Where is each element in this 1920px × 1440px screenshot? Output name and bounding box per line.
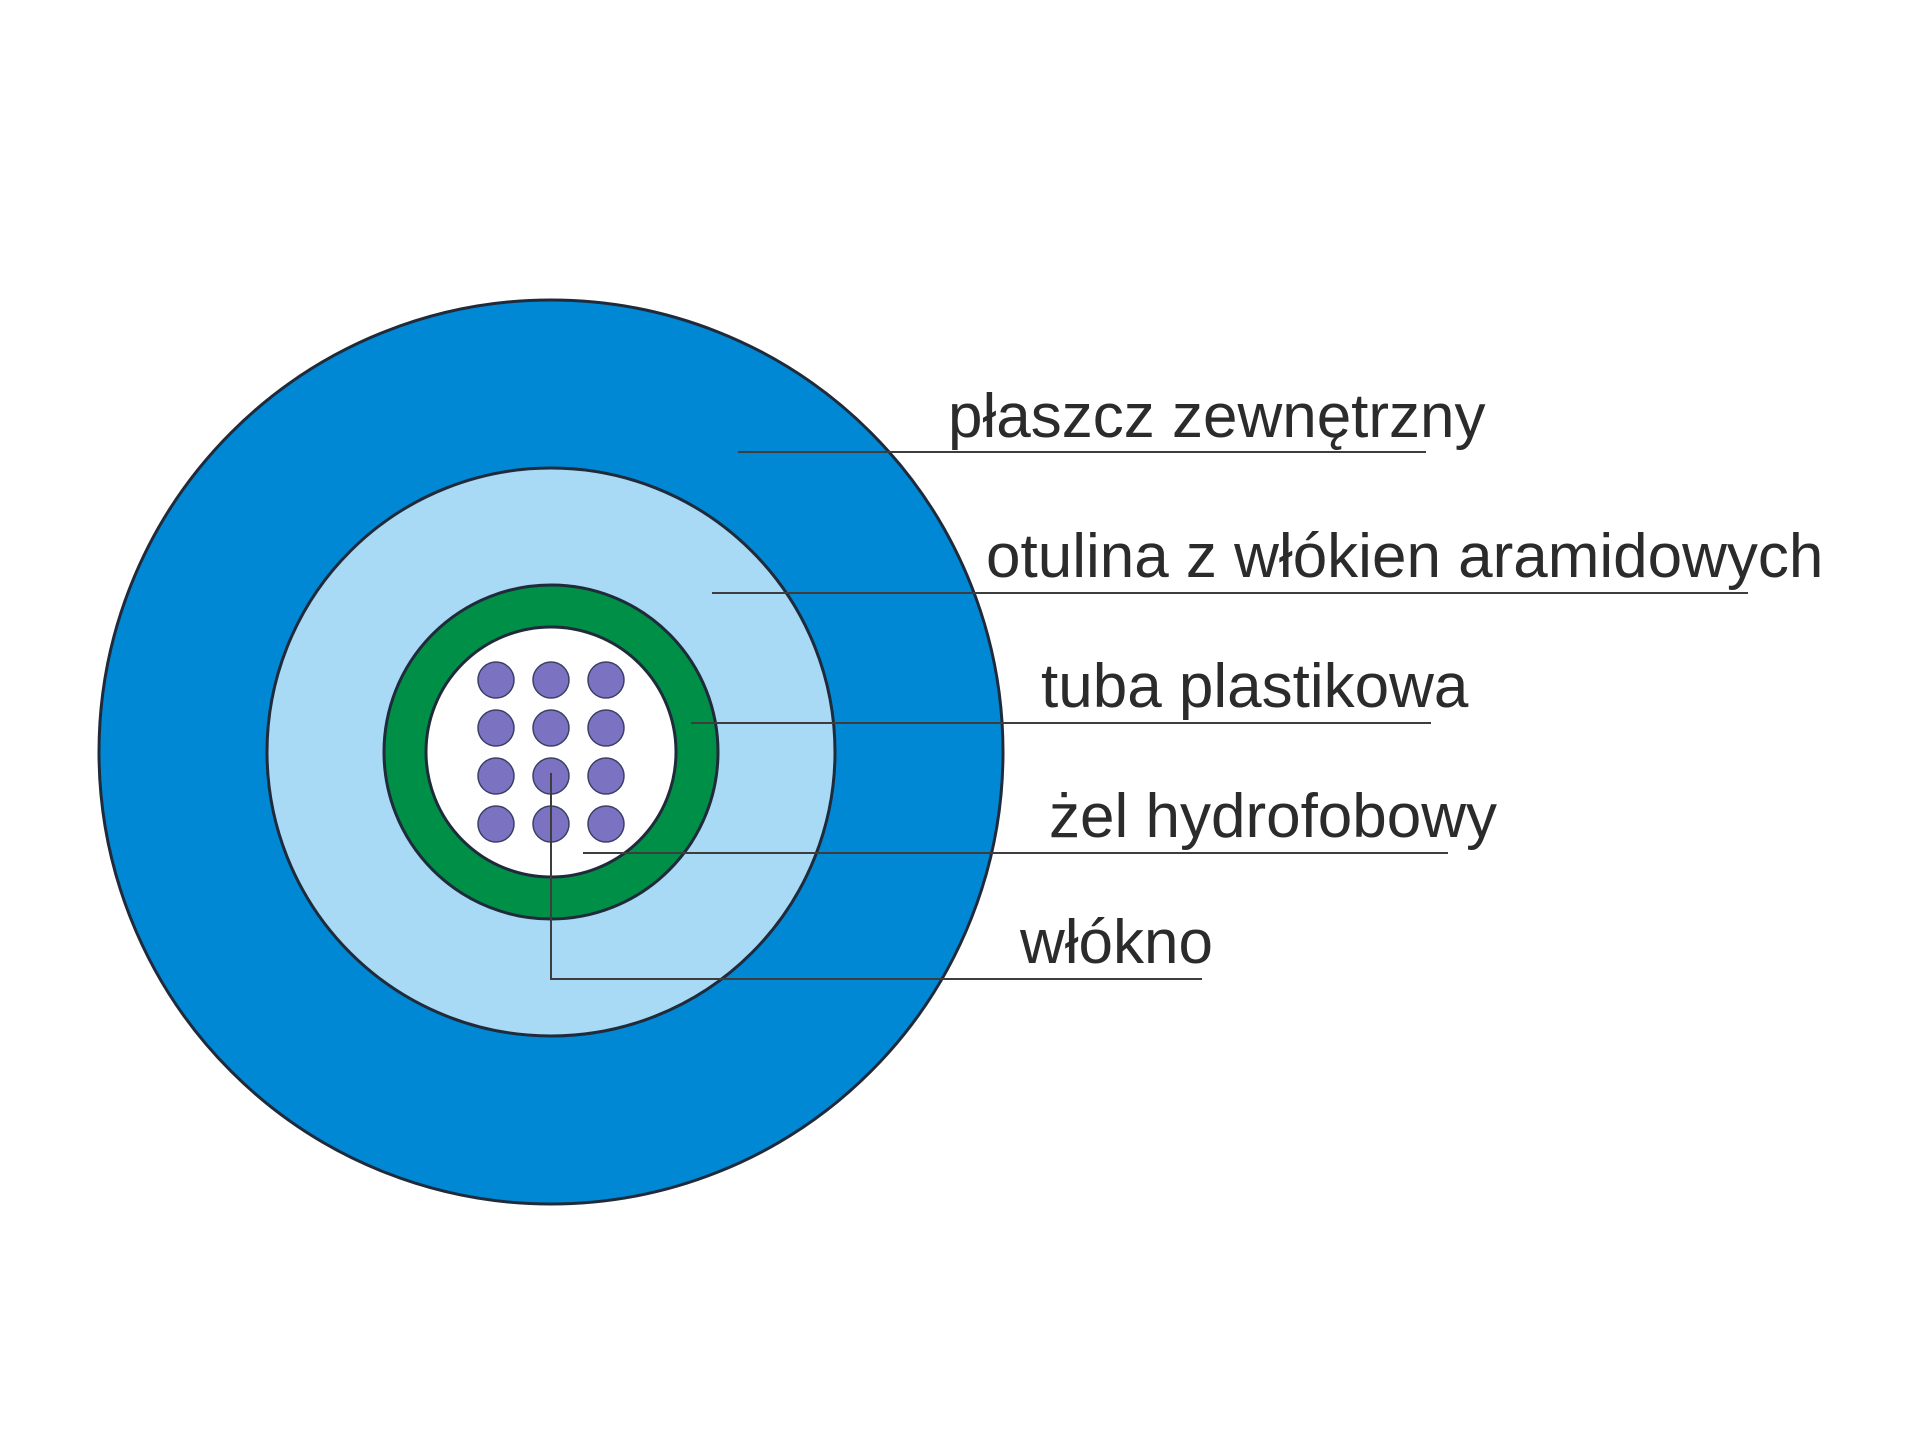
fiber-dot	[477, 661, 515, 699]
label-plastic-tube: tuba plastikowa	[1041, 652, 1469, 721]
fiber-dot	[587, 757, 625, 795]
fiber-dot	[532, 661, 570, 699]
label-outer-jacket: płaszcz zewnętrzny	[948, 382, 1486, 451]
fiber-dot	[532, 709, 570, 747]
fiber-dot	[587, 709, 625, 747]
fiber-dot	[587, 805, 625, 843]
fiber-dot	[587, 661, 625, 699]
leader-line-fiber	[550, 773, 1202, 980]
label-aramid-layer: otulina z włókien aramidowych	[986, 522, 1823, 591]
leader-lines	[550, 451, 1748, 980]
fiber-dot	[477, 709, 515, 747]
label-gel: żel hydrofobowy	[1049, 782, 1497, 851]
label-fiber: włókno	[1019, 908, 1213, 977]
fiber-dot	[477, 805, 515, 843]
fiber-bundle	[477, 661, 625, 843]
fiber-dot	[477, 757, 515, 795]
